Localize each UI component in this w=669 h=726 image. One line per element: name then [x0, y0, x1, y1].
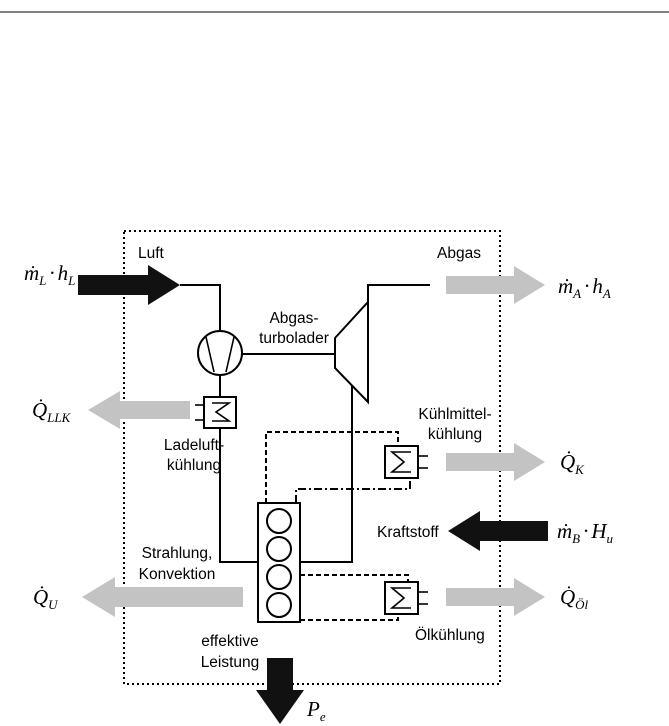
radiation-convection-label-line1: Strahlung, [142, 545, 213, 562]
charge-air-cooling-label-line1: Ladeluft- [164, 437, 224, 454]
formula-subscript: L [38, 273, 46, 288]
formula-operator: · [584, 274, 589, 298]
formula-factor: h [592, 274, 603, 298]
radiation-convection-label-line2: Konvektion [139, 566, 216, 583]
effective-power-label-line1: effektive [201, 633, 258, 650]
formula-symbol: ṁ [24, 261, 39, 285]
formula-symbol: Q̇ [32, 398, 47, 422]
formula-subscript: u [607, 531, 614, 546]
formula-subscript: L [67, 273, 75, 288]
fuel-energy-flow-label: ṁB·Hu [557, 519, 614, 546]
exhaust-label: Abgas [437, 245, 481, 262]
formula-symbol: Q̇ [560, 585, 575, 609]
formula-subscript: B [572, 531, 580, 546]
oil-cooler [385, 582, 418, 614]
coolant-cooling-label-line2: kühlung [428, 426, 482, 443]
charge-air-cooler [204, 397, 236, 428]
coolant-cooler [385, 446, 418, 478]
formula-subscript: A [602, 286, 611, 301]
formula-subscript: U [48, 597, 59, 612]
formula-subscript: LLK [46, 410, 71, 425]
air-label: Luft [138, 245, 165, 262]
engine-block [258, 503, 300, 622]
turbocharger-label-line2: turbolader [259, 330, 329, 347]
turbocharger-label-line1: Abgas- [269, 310, 318, 327]
formula-subscript: A [572, 286, 581, 301]
formula-symbol: ṁ [557, 519, 572, 543]
formula-symbol: ṁ [558, 274, 573, 298]
fuel-label: Kraftstoff [377, 524, 439, 541]
formula-factor: h [58, 261, 69, 285]
formula-operator: · [583, 519, 588, 543]
charge-air-cooling-label-line2: kühlung [167, 457, 221, 474]
effective-power-label-line2: Leistung [201, 654, 260, 671]
formula-symbol: P [306, 697, 320, 721]
formula-subscript: Öl [575, 597, 588, 612]
coolant-cooling-label-line1: Kühlmittel- [418, 406, 491, 423]
formula-subscript: e [320, 709, 326, 724]
formula-subscript: K [574, 462, 585, 477]
air-enthalpy-flow-label: ṁL·hL [24, 261, 75, 288]
formula-symbol: Q̇ [33, 585, 48, 609]
formula-operator: · [49, 261, 54, 285]
formula-symbol: Q̇ [560, 450, 575, 474]
oil-cooling-label: Ölkühlung [415, 626, 485, 644]
